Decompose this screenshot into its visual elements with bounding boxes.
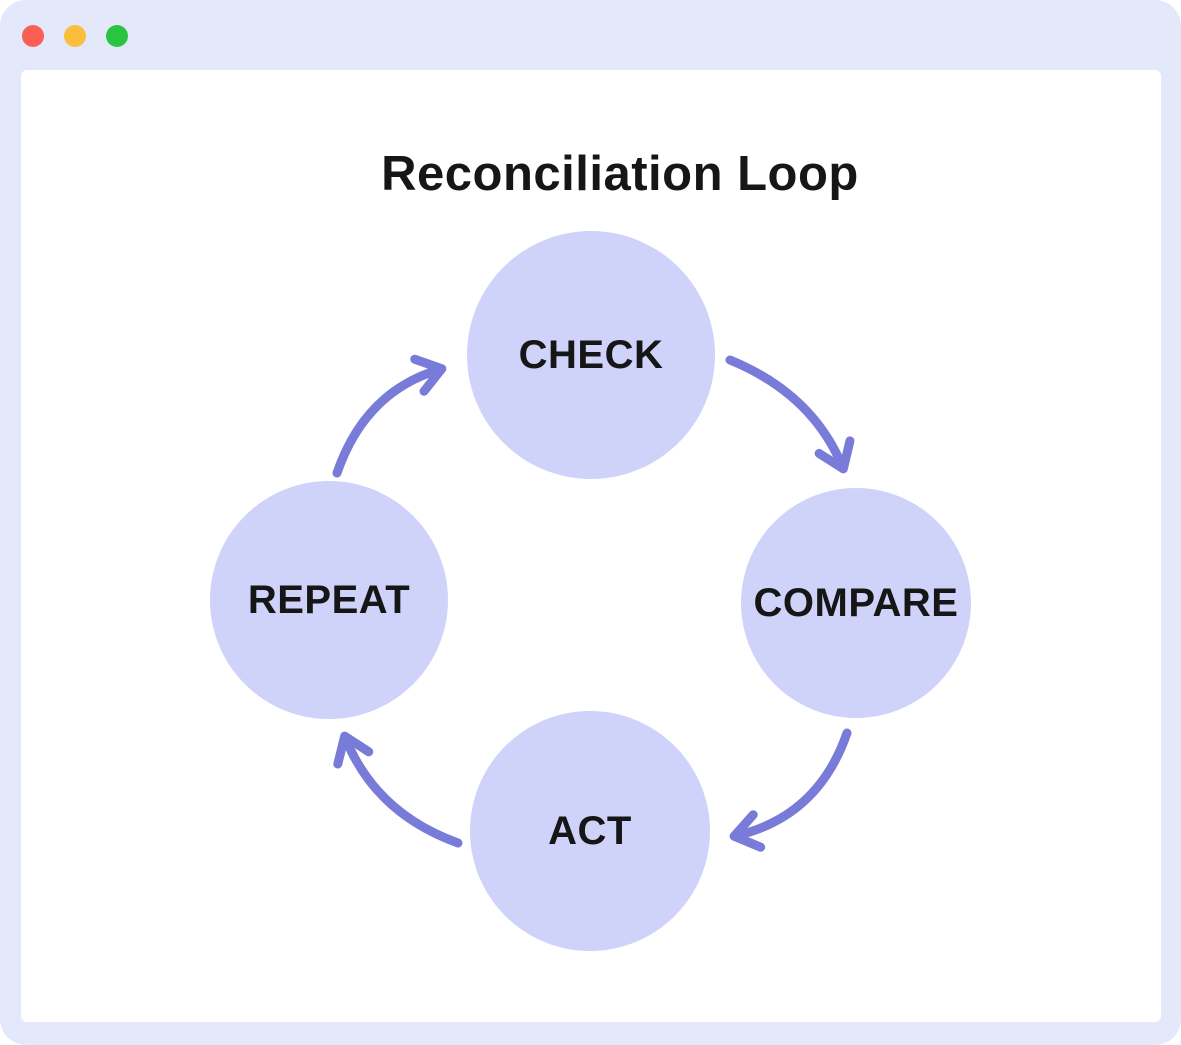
content-panel: Reconciliation Loop CHECK COMPARE AC xyxy=(21,70,1161,1022)
arrow-compare-to-act xyxy=(729,728,852,852)
node-check-label: CHECK xyxy=(518,332,664,377)
node-act: ACT xyxy=(470,711,710,951)
arrow-check-to-compare xyxy=(725,355,855,474)
window-titlebar[interactable] xyxy=(0,0,1181,70)
arrow-act-to-repeat xyxy=(333,731,463,848)
node-compare: COMPARE xyxy=(741,488,971,718)
node-act-label: ACT xyxy=(548,808,632,853)
node-repeat: REPEAT xyxy=(210,481,448,719)
node-compare-label: COMPARE xyxy=(753,580,959,625)
node-repeat-label: REPEAT xyxy=(247,577,411,622)
maximize-button[interactable] xyxy=(106,25,128,47)
minimize-button[interactable] xyxy=(64,25,86,47)
node-check: CHECK xyxy=(467,231,715,479)
diagram-title: Reconciliation Loop xyxy=(381,147,859,201)
close-button[interactable] xyxy=(22,25,44,47)
arrow-repeat-to-check xyxy=(332,354,447,478)
